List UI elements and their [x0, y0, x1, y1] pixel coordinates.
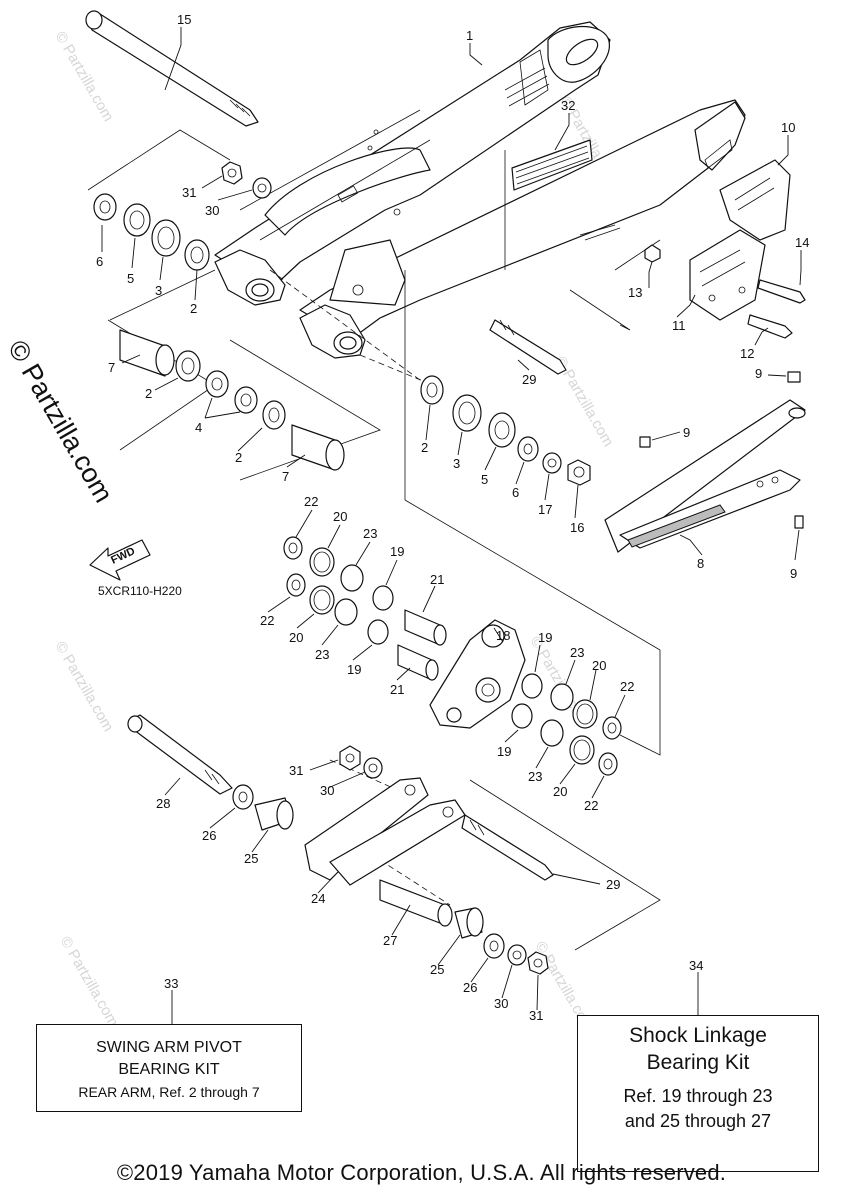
callout-7: 7 [108, 360, 115, 375]
callout-labels: 15 1 32 10 14 13 11 12 9 9 9 8 31 30 6 5… [96, 12, 809, 1023]
kit33-line1: SWING ARM PIVOT [96, 1039, 242, 1056]
callout-23: 23 [528, 769, 542, 784]
watermark: © Partzilla.com [52, 639, 117, 735]
callout-7: 7 [282, 469, 289, 484]
callout-28: 28 [156, 796, 170, 811]
callout-20: 20 [333, 509, 347, 524]
forward-arrow-icon: FWD [89, 539, 151, 581]
swing-arm [214, 21, 746, 359]
callout-11: 11 [672, 318, 686, 333]
callout-5: 5 [127, 271, 134, 286]
watermark: © Partzilla.com [52, 29, 117, 125]
upper-fasteners [221, 161, 567, 375]
pivot-shaft [85, 10, 259, 127]
callout-30: 30 [205, 203, 219, 218]
callout-19: 19 [347, 662, 361, 677]
callout-32: 32 [561, 98, 575, 113]
callout-29: 29 [606, 877, 620, 892]
callout-22: 22 [260, 613, 274, 628]
kit34-title1: Shock Linkage [629, 1024, 767, 1047]
callout-6: 6 [512, 485, 519, 500]
callout-22: 22 [584, 798, 598, 813]
callout-22: 22 [304, 494, 318, 509]
callout-6: 6 [96, 254, 103, 269]
callout-21: 21 [390, 682, 404, 697]
callout-23: 23 [570, 645, 584, 660]
callout-9: 9 [790, 566, 797, 581]
callout-26: 26 [463, 980, 477, 995]
callout-19: 19 [497, 744, 511, 759]
callout-15: 15 [177, 12, 191, 27]
callout-4: 4 [195, 420, 202, 435]
callout-14: 14 [795, 235, 809, 250]
callout-19: 19 [390, 544, 404, 559]
callout-23: 23 [315, 647, 329, 662]
callout-25: 25 [430, 962, 444, 977]
pivot-bearing-parts [93, 193, 591, 486]
callout-22: 22 [620, 679, 634, 694]
callout-31: 31 [182, 185, 196, 200]
callout-10: 10 [781, 120, 795, 135]
chain-guide-parts [604, 159, 806, 553]
callout-30: 30 [320, 783, 334, 798]
callout-29: 29 [522, 372, 536, 387]
callout-2: 2 [235, 450, 242, 465]
callout-16: 16 [570, 520, 584, 535]
kit33-line2: BEARING KIT [118, 1061, 220, 1078]
callout-34: 34 [689, 958, 703, 973]
callout-20: 20 [592, 658, 606, 673]
callout-2: 2 [190, 301, 197, 316]
callout-31: 31 [529, 1008, 543, 1023]
callout-26: 26 [202, 828, 216, 843]
callout-21: 21 [430, 572, 444, 587]
callout-5: 5 [481, 472, 488, 487]
swing-arm-bearing-kit-box: SWING ARM PIVOT BEARING KIT REAR ARM, Re… [36, 1024, 302, 1112]
kit34-ref1: Ref. 19 through 23 [623, 1086, 773, 1106]
callout-24: 24 [311, 891, 325, 906]
callout-19: 19 [538, 630, 552, 645]
relay-arm-parts [283, 536, 622, 776]
connecting-rod-parts [127, 714, 554, 975]
callout-20: 20 [553, 784, 567, 799]
callout-9: 9 [755, 366, 762, 381]
diagram-reference-code: 5XCR110-H220 [98, 584, 182, 598]
callout-20: 20 [289, 630, 303, 645]
callout-17: 17 [538, 502, 552, 517]
kit33-line3: REAR ARM, Ref. 2 through 7 [78, 1084, 260, 1100]
callout-18: 18 [496, 628, 510, 643]
callout-33: 33 [164, 976, 178, 991]
callout-3: 3 [155, 283, 162, 298]
callout-25: 25 [244, 851, 258, 866]
kit34-title2: Bearing Kit [646, 1051, 750, 1074]
callout-8: 8 [697, 556, 704, 571]
callout-9: 9 [683, 425, 690, 440]
copyright-notice: ©2019 Yamaha Motor Corporation, U.S.A. A… [116, 1160, 727, 1185]
callout-13: 13 [628, 285, 642, 300]
watermark: © Partzilla.com [57, 934, 122, 1030]
callout-2: 2 [421, 440, 428, 455]
callout-1: 1 [466, 28, 473, 43]
kit34-ref2: and 25 through 27 [624, 1111, 772, 1131]
callout-27: 27 [383, 933, 397, 948]
callout-30: 30 [494, 996, 508, 1011]
callout-3: 3 [453, 456, 460, 471]
callout-31: 31 [289, 763, 303, 778]
callout-2: 2 [145, 386, 152, 401]
shock-linkage-bearing-kit-box: Shock Linkage Bearing Kit Ref. 19 throug… [577, 1015, 819, 1172]
leader-lines [101, 27, 802, 1024]
callout-12: 12 [740, 346, 754, 361]
callout-23: 23 [363, 526, 377, 541]
